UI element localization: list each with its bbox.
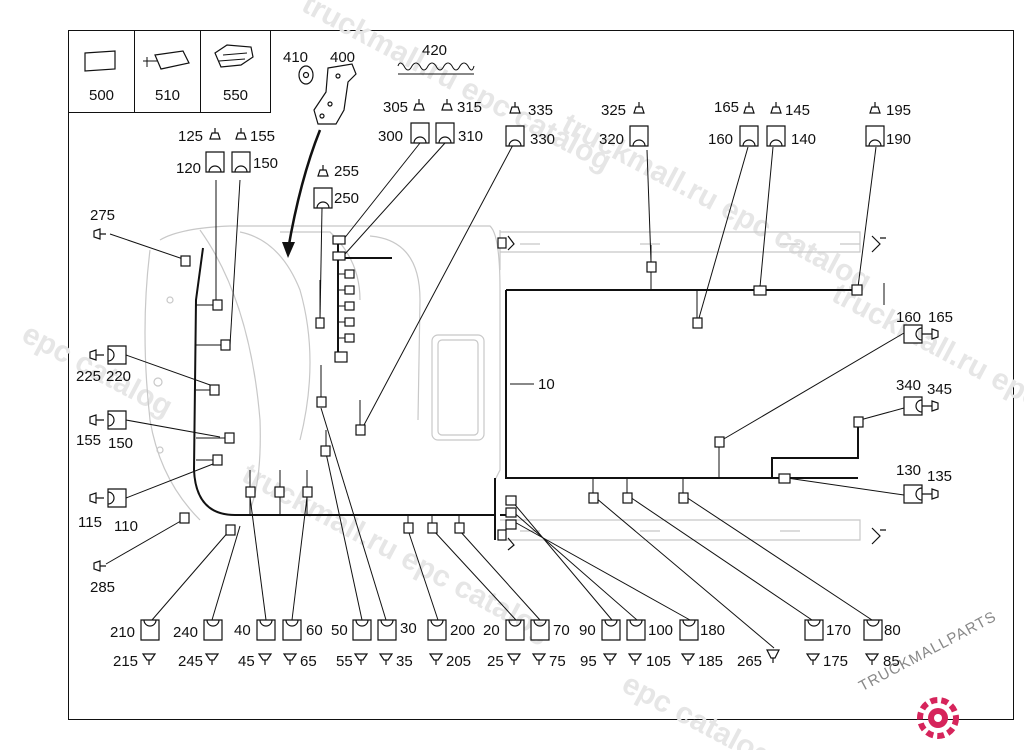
label-300: 300: [378, 128, 403, 145]
label-155-mid: 155: [76, 432, 101, 449]
label-210: 210: [110, 624, 135, 641]
label-305: 305: [383, 99, 408, 116]
cable-tie-icon: [143, 50, 190, 70]
label-165-right: 165: [928, 309, 953, 326]
part-420-strip: [397, 62, 475, 75]
label-285: 285: [90, 579, 115, 596]
label-25: 25: [487, 653, 504, 670]
arrow-pointer: [282, 129, 322, 258]
label-125: 125: [178, 128, 203, 145]
label-225: 225: [76, 368, 101, 385]
label-150-top: 150: [253, 155, 278, 172]
label-60: 60: [306, 622, 323, 639]
label-35: 35: [396, 653, 413, 670]
label-tag-icon: [84, 50, 116, 72]
branch-lines: [105, 142, 905, 649]
label-95: 95: [580, 653, 597, 670]
legend-label-500: 500: [88, 87, 115, 104]
legend-cell-550: 550: [201, 31, 270, 112]
label-160-right: 160: [896, 309, 921, 326]
label-75: 75: [549, 653, 566, 670]
label-180: 180: [700, 622, 725, 639]
brand-watermark: TRUCKMALLPARTS: [856, 608, 1016, 748]
label-140: 140: [791, 131, 816, 148]
diagram-frame: [68, 30, 1014, 720]
label-150-mid: 150: [108, 435, 133, 452]
label-245: 245: [178, 653, 203, 670]
label-105: 105: [646, 653, 671, 670]
label-70: 70: [553, 622, 570, 639]
legend-cell-510: 510: [135, 31, 201, 112]
label-100: 100: [648, 622, 673, 639]
label-40: 40: [234, 622, 251, 639]
connector-housings: [107, 122, 923, 641]
label-410: 410: [283, 49, 308, 66]
label-120: 120: [176, 160, 201, 177]
label-250: 250: [334, 190, 359, 207]
label-240: 240: [173, 624, 198, 641]
label-90: 90: [579, 622, 596, 639]
legend-label-510: 510: [154, 87, 181, 104]
label-135: 135: [927, 468, 952, 485]
legend-label-550: 550: [222, 87, 249, 104]
label-110: 110: [114, 518, 138, 535]
cab-outline: [144, 225, 861, 541]
label-190: 190: [886, 131, 911, 148]
label-420: 420: [422, 42, 447, 59]
label-185: 185: [698, 653, 723, 670]
label-320: 320: [599, 131, 624, 148]
label-335: 335: [528, 102, 553, 119]
label-20: 20: [483, 622, 500, 639]
label-400: 400: [330, 49, 355, 66]
label-200: 200: [450, 622, 475, 639]
watermark-3: truckmall.ru epc catalog: [827, 277, 1024, 468]
label-155-top: 155: [250, 128, 275, 145]
label-255: 255: [334, 163, 359, 180]
label-315: 315: [457, 99, 482, 116]
label-345: 345: [927, 381, 952, 398]
label-55: 55: [336, 653, 353, 670]
clip-icon: [214, 44, 254, 68]
part-400-bracket: [313, 63, 357, 125]
label-195: 195: [886, 102, 911, 119]
watermark-6: epc catalog: [617, 667, 778, 750]
label-160-top: 160: [708, 131, 733, 148]
label-275: 275: [90, 207, 115, 224]
label-325: 325: [601, 102, 626, 119]
label-130: 130: [896, 462, 921, 479]
label-330: 330: [530, 131, 555, 148]
terminal-pins: [89, 99, 939, 665]
label-10: 10: [538, 376, 555, 393]
part-labels: 410 400 420 305 315 335 325 165 145 195 …: [76, 42, 953, 670]
label-340: 340: [896, 377, 921, 394]
parts-legend: 500 510 550: [68, 30, 271, 113]
label-215: 215: [113, 653, 138, 670]
label-265: 265: [737, 653, 762, 670]
label-80: 80: [884, 622, 901, 639]
label-145: 145: [785, 102, 810, 119]
label-175: 175: [823, 653, 848, 670]
label-165-top: 165: [714, 99, 739, 116]
label-220: 220: [106, 368, 131, 385]
part-410-washer: [298, 65, 314, 85]
label-310: 310: [458, 128, 483, 145]
label-170: 170: [826, 622, 851, 639]
gear-logo-icon: [917, 697, 959, 739]
label-50: 50: [331, 622, 348, 639]
end-symbols: [507, 235, 886, 551]
label-65: 65: [300, 653, 317, 670]
label-85: 85: [883, 653, 900, 670]
label-45: 45: [238, 653, 255, 670]
harness-connectors: [179, 235, 864, 541]
label-205: 205: [446, 653, 471, 670]
label-115: 115: [78, 514, 102, 531]
label-30: 30: [400, 620, 417, 637]
legend-cell-500: 500: [69, 31, 135, 112]
